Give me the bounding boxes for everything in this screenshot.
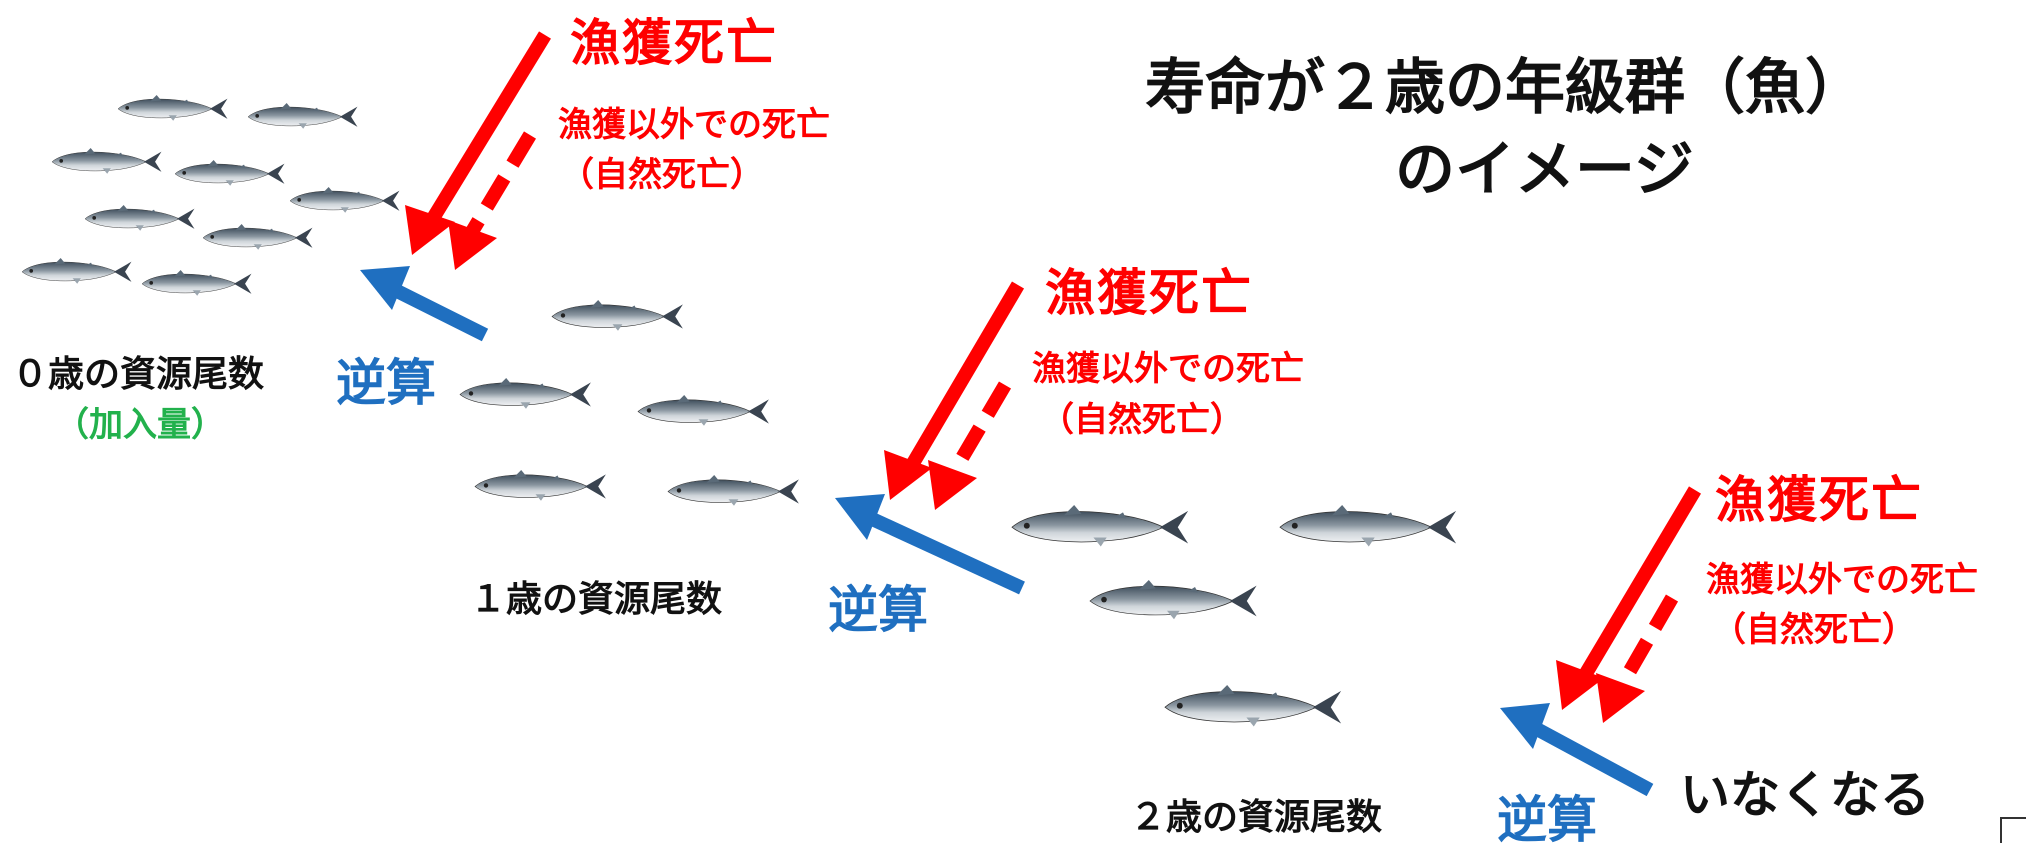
disappear-label: いなくなる: [1680, 766, 1930, 824]
fish-icon: [1164, 684, 1342, 727]
natural-mortality-label-age1: 漁獲以外での死亡: [1032, 349, 1304, 389]
age0-recruitment-label: （加入量）: [55, 405, 225, 445]
natural-mortality-sub-age1: （自然死亡）: [1040, 400, 1244, 440]
fish-icon: [1089, 579, 1257, 620]
fishing-mortality-label-age0: 漁獲死亡: [570, 14, 778, 72]
fish-icon: [459, 377, 592, 410]
diagram-title-line1: 寿命が２歳の年級群（魚）: [1145, 53, 1865, 123]
backcalc-arrow-age1: [835, 494, 1025, 595]
natural-arrow-age0: [448, 131, 537, 270]
natural-arrow-age1: [928, 381, 1012, 510]
fish-icon: [637, 394, 770, 427]
fish-icon: [474, 469, 607, 502]
fishing-mortality-label-age2: 漁獲死亡: [1715, 471, 1923, 529]
age0-stock-label: ０歳の資源尾数: [12, 354, 265, 395]
natural-mortality-label-age2: 漁獲以外での死亡: [1706, 560, 1978, 600]
backcalc-label-age1: 逆算: [828, 581, 928, 639]
backcalc-arrow-age2: [1500, 703, 1654, 797]
natural-mortality-label-age0: 漁獲以外での死亡: [558, 105, 830, 145]
fishing-arrow-age2: [1556, 486, 1702, 710]
fishing-mortality-label-age1: 漁獲死亡: [1045, 264, 1253, 322]
fish-icon: [141, 269, 252, 296]
fish-icon: [84, 204, 195, 231]
backcalc-arrow-age0: [360, 266, 489, 342]
fishing-arrow-age0: [405, 31, 551, 255]
fish-icon: [289, 186, 400, 213]
diagram-title-line2: のイメージ: [1395, 135, 1694, 205]
fish-icon: [117, 94, 228, 121]
natural-mortality-sub-age2: （自然死亡）: [1712, 610, 1916, 650]
corner-frame: [2000, 817, 2026, 843]
fish-icon: [551, 299, 684, 332]
fishing-arrow-age1: [884, 281, 1025, 500]
age1-stock-label: １歳の資源尾数: [470, 579, 723, 620]
fish-icon: [174, 159, 285, 186]
fish-icon: [202, 223, 313, 250]
age2-stock-label: ２歳の資源尾数: [1130, 797, 1383, 838]
fish-icon: [51, 147, 162, 174]
fish-icon: [1011, 504, 1189, 547]
natural-arrow-age2: [1596, 594, 1679, 723]
backcalc-label-age0: 逆算: [336, 354, 436, 412]
fish-icon: [21, 257, 132, 284]
natural-mortality-sub-age0: （自然死亡）: [560, 155, 764, 195]
backcalc-label-age2: 逆算: [1497, 791, 1597, 849]
fish-icon: [247, 102, 358, 129]
fish-icon: [1279, 504, 1457, 547]
fish-icon: [667, 474, 800, 507]
